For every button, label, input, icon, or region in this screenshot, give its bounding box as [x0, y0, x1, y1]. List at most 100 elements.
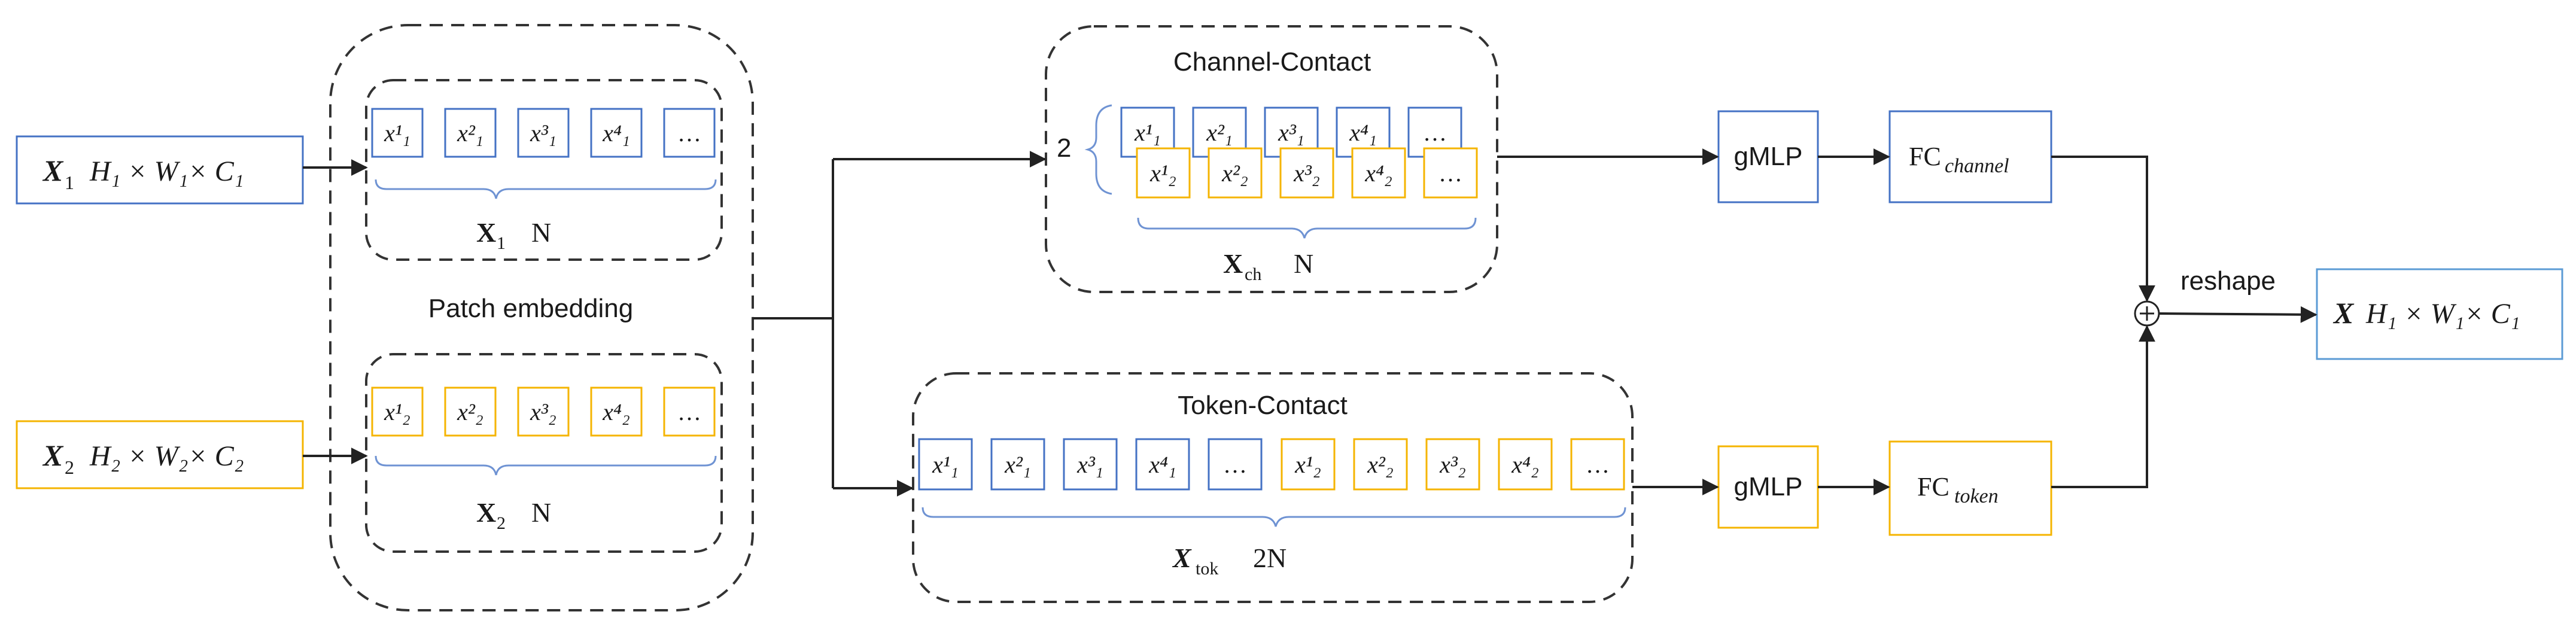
- patch-x2-token-label: x³₂: [530, 398, 556, 425]
- patch-x2-caption-symbol: X: [476, 497, 496, 528]
- fc-token-block: FC token: [1888, 440, 2052, 536]
- fc-token-sub: token: [1954, 485, 1999, 507]
- token-x1-token-label: x¹₁: [932, 451, 959, 478]
- output-dims: H₁ × W₁× C₁: [2365, 298, 2520, 330]
- gmlp-bottom-label: gMLP: [1734, 472, 1803, 501]
- patch-x1-token-label: …: [677, 120, 701, 147]
- patch-x1-token-box: [663, 108, 716, 158]
- output-symbol: X: [2332, 296, 2355, 330]
- token-x1-token-box: [990, 438, 1045, 491]
- patch-x1-token-box: [371, 108, 424, 158]
- token-x1-token-label: …: [1223, 451, 1247, 478]
- token-caption-n: 2N: [1253, 543, 1287, 573]
- patch-x1-token-label: x¹₁: [384, 120, 410, 147]
- connectors: [303, 148, 2318, 497]
- gmlp-top-block: gMLP: [1717, 110, 1819, 203]
- channel-x1-token-label: x⁴₁: [1349, 119, 1377, 146]
- patch-x2-token-row: x¹₂ x²₂ x³₂ x⁴₂ …: [371, 387, 716, 437]
- token-x2-token-box: [1425, 438, 1480, 491]
- patch-x1-caption-symbol: X: [476, 217, 496, 248]
- channel-caption-n: N: [1294, 248, 1313, 279]
- patch-x1-token-label: x³₁: [530, 120, 556, 147]
- input-x1-symbol: X: [42, 154, 64, 187]
- input-x1-dims: H₁ × W₁× C₁: [89, 156, 244, 187]
- output-box: X H₁ × W₁× C₁: [2316, 268, 2563, 360]
- patch-x2-token-label: x¹₂: [384, 398, 410, 425]
- gmlp-bottom-block: gMLP: [1717, 445, 1819, 529]
- patch-x2-caption-sub: 2: [497, 513, 506, 533]
- input-x2-sub: 2: [65, 457, 74, 478]
- patch-x1-token-box: [444, 108, 497, 158]
- channel-x2-token-label: …: [1438, 160, 1462, 187]
- token-x1-token-label: x⁴₁: [1148, 451, 1176, 478]
- channel-x2-token-box: [1351, 147, 1406, 199]
- arrow-fc-token-to-merge: [2051, 325, 2155, 488]
- channel-contact-title: Channel-Contact: [1173, 47, 1371, 77]
- patch-x1-brace: [375, 179, 717, 199]
- input-x2-symbol: X: [42, 439, 64, 472]
- patch-x2-token-box: [663, 387, 716, 437]
- token-x1-token-row: x¹₁ x²₁ x³₁ x⁴₁ …: [918, 438, 1263, 491]
- arrow-merge-to-output: [2158, 306, 2318, 323]
- token-caption-sub: tok: [1196, 559, 1218, 579]
- channel-caption: X ch N: [1223, 248, 1313, 284]
- channel-x2-token-box: [1423, 147, 1478, 199]
- patch-x2-token-label: x²₂: [457, 398, 483, 425]
- token-x2-token-label: x¹₂: [1294, 451, 1321, 478]
- patch-x1-token-box: [590, 108, 643, 158]
- input-x1-sub: 1: [65, 172, 74, 193]
- token-contact-title: Token-Contact: [1178, 391, 1348, 420]
- fc-channel-sub: channel: [1945, 155, 2009, 177]
- patch-x2-token-box: [517, 387, 570, 437]
- merge-add-node: [2134, 300, 2160, 327]
- token-x1-token-box: [1063, 438, 1118, 491]
- patch-x1-token-box: [517, 108, 570, 158]
- token-x2-token-label: …: [1586, 451, 1610, 478]
- channel-x2-token-box: [1279, 147, 1334, 199]
- token-x1-token-label: x³₁: [1076, 451, 1103, 478]
- patch-x2-token-label: …: [677, 398, 701, 425]
- patch-x1-caption-n: N: [531, 217, 551, 248]
- token-x1-token-box: [1135, 438, 1190, 491]
- channel-x2-token-label: x³₂: [1293, 160, 1320, 187]
- patch-x2-token-box: [444, 387, 497, 437]
- channel-x1-token-label: …: [1423, 119, 1447, 146]
- patch-x1-caption-sub: 1: [497, 233, 506, 253]
- token-x2-token-box: [1281, 438, 1336, 491]
- token-x1-token-label: x²₁: [1004, 451, 1031, 478]
- token-x2-token-label: x⁴₂: [1511, 451, 1539, 478]
- token-x1-token-box: [1208, 438, 1263, 491]
- input-x1-box: X 1 H₁ × W₁× C₁: [16, 135, 304, 205]
- input-x2-dims: H₂ × W₂× C₂: [89, 440, 244, 472]
- patch-x1-token-label: x²₁: [457, 120, 483, 147]
- channel-multiplier: 2: [1057, 133, 1071, 163]
- channel-multiplier-brace: [1084, 104, 1112, 195]
- channel-x2-token-box: [1136, 147, 1191, 199]
- patch-x2-token-box: [371, 387, 424, 437]
- token-caption-symbol: X: [1172, 543, 1192, 573]
- channel-x1-token-label: x¹₁: [1134, 119, 1161, 146]
- channel-x2-token-label: x²₂: [1221, 160, 1248, 187]
- channel-x2-token-label: x¹₂: [1149, 160, 1176, 187]
- patch-embedding-label: Patch embedding: [428, 294, 633, 323]
- patch-x1-caption: X 1 N: [476, 217, 551, 253]
- token-x2-token-box: [1353, 438, 1408, 491]
- fc-token-main: FC: [1917, 472, 1950, 501]
- channel-x1-token-label: x²₁: [1206, 119, 1233, 146]
- patch-x2-token-label: x⁴₂: [602, 398, 630, 425]
- token-brace: [921, 507, 1626, 527]
- token-x1-token-box: [918, 438, 973, 491]
- channel-caption-symbol: X: [1223, 248, 1243, 279]
- arrow-fc-channel-to-merge: [2051, 156, 2155, 302]
- input-x2-box: X 2 H₂ × W₂× C₂: [16, 420, 304, 489]
- fc-channel-main: FC: [1909, 142, 1941, 171]
- token-x2-token-label: x²₂: [1367, 451, 1394, 478]
- patch-x2-brace: [375, 455, 717, 476]
